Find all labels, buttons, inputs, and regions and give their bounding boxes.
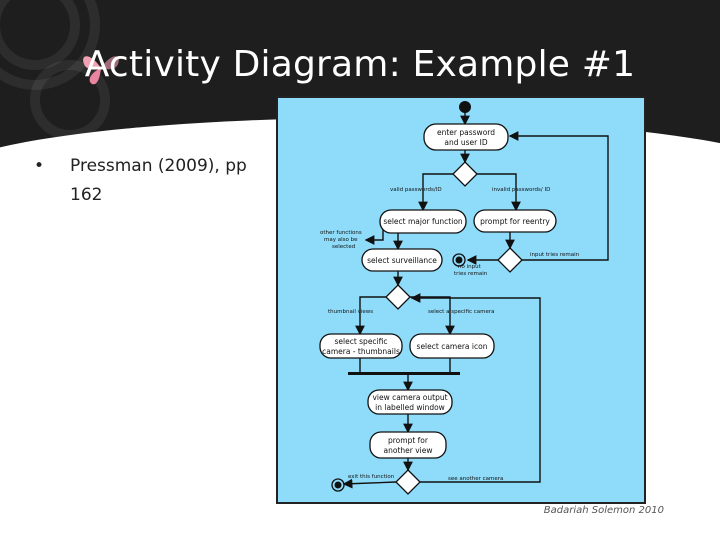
select-camera-icon-activity — [409, 333, 495, 359]
decision-another — [395, 469, 421, 495]
enter-password-activity — [423, 123, 509, 151]
enter-password-label: and user ID — [444, 138, 487, 147]
select-specific-label: camera - thumbnails — [322, 347, 400, 356]
decision-view-type — [385, 284, 411, 310]
flow-edge — [410, 296, 455, 336]
decision-password — [452, 161, 478, 187]
view-camera-output-activity — [367, 389, 453, 415]
guard-exit-function: exit this function — [348, 474, 395, 480]
prompt-reentry-activity — [473, 209, 557, 233]
activity-diagram-svg: enter password and user ID select major … — [319, 101, 609, 495]
final-node-exit — [331, 478, 345, 492]
join-bar — [348, 372, 460, 375]
initial-node — [459, 101, 471, 113]
select-surveillance-activity — [361, 248, 443, 272]
prompt-another-label: another view — [384, 446, 433, 455]
view-output-label: view camera output — [372, 393, 447, 402]
guard-valid: valid passwords/ID — [390, 187, 442, 193]
flow-edge — [342, 478, 397, 489]
final-node-tries-dot — [455, 256, 463, 264]
select-major-function-label: select major function — [383, 217, 463, 226]
guard-select-specific-camera: select a specific camera — [428, 309, 495, 315]
guard-other-functions: may also be — [324, 237, 358, 243]
slide-title: Activity Diagram: Example #1 — [84, 44, 636, 85]
guard-no-input: tries remain — [454, 271, 488, 277]
enter-password-label: enter password — [437, 128, 495, 137]
flow-edge — [410, 293, 541, 483]
final-node-exit-dot — [334, 481, 342, 489]
flow-edge — [477, 173, 521, 212]
guard-see-another: see another camera — [448, 476, 503, 482]
guard-no-input: no input — [458, 264, 482, 270]
final-node-tries — [452, 253, 466, 267]
select-camera-icon-label: select camera icon — [417, 342, 488, 351]
select-specific-label: select specific — [334, 337, 387, 346]
select-surveillance-label: select surveillance — [367, 256, 437, 265]
decorative-ring — [0, 0, 80, 70]
activity-diagram: enter password and user ID select major … — [276, 96, 646, 504]
credit-text: Badariah Solemon 2010 — [543, 505, 664, 516]
butterfly-icon — [83, 56, 119, 85]
view-output-label: in labelled window — [375, 403, 445, 412]
decision-tries — [497, 247, 523, 273]
bullet-dot: • — [34, 156, 45, 176]
select-specific-camera-activity — [319, 333, 403, 359]
select-major-function-activity — [379, 209, 467, 234]
prompt-another-label: prompt for — [388, 436, 429, 445]
flow-edge — [508, 131, 609, 261]
guard-other-functions: other functions — [320, 230, 362, 236]
guard-other-functions: selected — [332, 244, 355, 250]
bullet-text: Pressman (2009), pp 162 — [70, 156, 247, 205]
flow-edge — [418, 173, 453, 212]
guard-invalid: invalid passwords/ ID — [492, 187, 550, 193]
flow-edge — [355, 296, 386, 336]
guard-thumbnail-views: thumbnail views — [328, 309, 373, 315]
guard-input-tries: input tries remain — [530, 252, 580, 258]
prompt-reentry-label: prompt for reentry — [480, 217, 550, 226]
prompt-another-view-activity — [369, 431, 447, 459]
